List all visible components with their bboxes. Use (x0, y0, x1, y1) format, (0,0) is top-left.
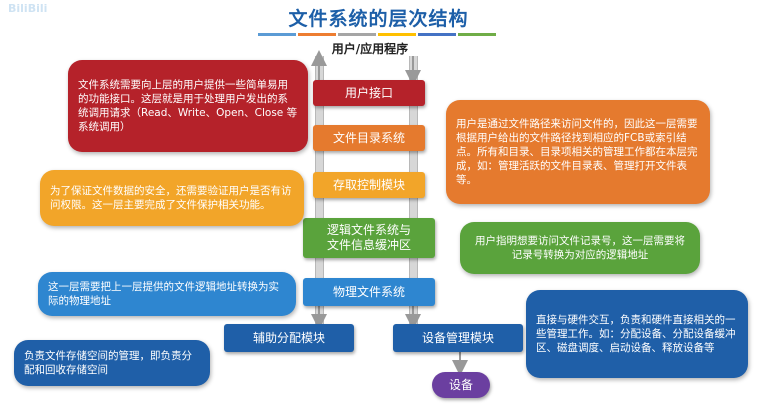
layer-user-interface: 用户接口 (313, 80, 425, 106)
note-aux-allocation: 负责文件存储空间的管理，即负责分配和回收存储空间 (14, 340, 210, 386)
note-physical-fs-text: 这一层需要把上一层提供的文件逻辑地址转换为实际的物理地址 (48, 281, 279, 307)
note-device-management: 直接与硬件交互，负责和硬件直接相关的一些管理工作。如：分配设备、分配设备缓冲区、… (526, 290, 748, 378)
note-physical-fs: 这一层需要把上一层提供的文件逻辑地址转换为实际的物理地址 (38, 272, 296, 316)
layer-logical-file-system: 逻辑文件系统与 文件信息缓冲区 (303, 218, 435, 258)
title-color-bar (298, 33, 336, 36)
layer-device-management: 设备管理模块 (393, 324, 523, 352)
layer-aux-allocation: 辅助分配模块 (224, 324, 354, 352)
note-access-control-text: 为了保证文件数据的安全，还需要验证用户是否有访问权限。这一层主要完成了文件保护相… (50, 185, 292, 211)
layer-access-control: 存取控制模块 (313, 172, 425, 198)
layer-physical-file-system: 物理文件系统 (303, 278, 435, 306)
top-label-user-application: 用户/应用程序 (331, 42, 409, 56)
note-logical-fs-text: 用户指明想要访问文件记录号，这一层需要将记录号转换为对应的逻辑地址 (475, 235, 685, 261)
note-device-management-text: 直接与硬件交互，负责和硬件直接相关的一些管理工作。如：分配设备、分配设备缓冲区、… (536, 314, 736, 354)
title-color-bar (338, 33, 376, 36)
note-aux-allocation-text: 负责文件存储空间的管理，即负责分配和回收存储空间 (24, 350, 192, 376)
title-color-bar (458, 33, 496, 36)
layer-device: 设备 (432, 372, 490, 398)
title-color-bar (418, 33, 456, 36)
title-color-bar (258, 33, 296, 36)
title-color-bar (378, 33, 416, 36)
note-file-directory: 用户是通过文件路径来访问文件的，因此这一层需要根据用户给出的文件路径找到相应的F… (446, 100, 710, 204)
note-user-interface-text: 文件系统需要向上层的用户提供一些简单易用的功能接口。这层就是用于处理用户发出的系… (78, 79, 298, 133)
layer-file-directory-system: 文件目录系统 (313, 125, 425, 151)
note-logical-fs: 用户指明想要访问文件记录号，这一层需要将记录号转换为对应的逻辑地址 (460, 222, 700, 274)
note-access-control: 为了保证文件数据的安全，还需要验证用户是否有访问权限。这一层主要完成了文件保护相… (40, 170, 304, 226)
note-file-directory-text: 用户是通过文件路径来访问文件的，因此这一层需要根据用户给出的文件路径找到相应的F… (456, 118, 698, 186)
diagram-title: 文件系统的层次结构 (288, 8, 469, 30)
note-user-interface: 文件系统需要向上层的用户提供一些简单易用的功能接口。这层就是用于处理用户发出的系… (68, 60, 308, 152)
watermark: BiliBili (8, 2, 48, 15)
